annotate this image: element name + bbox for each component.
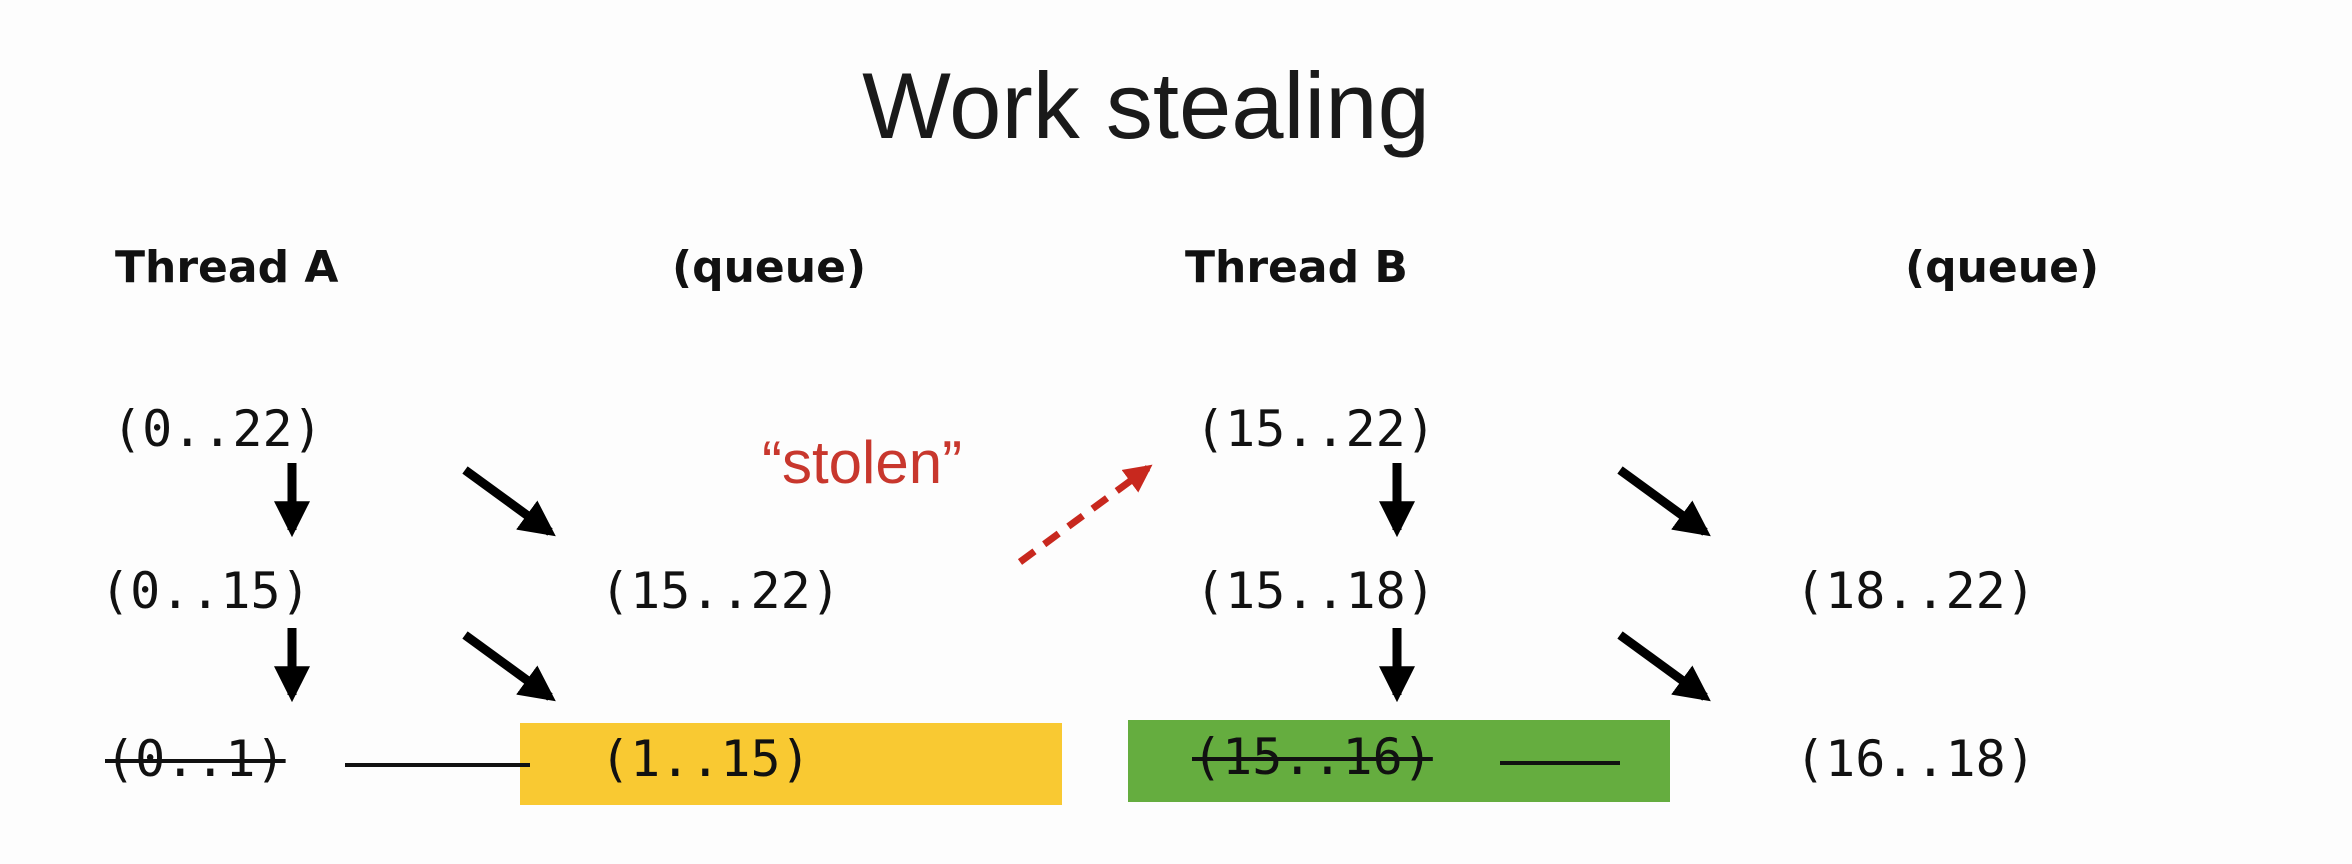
diagonal-arrow-icon xyxy=(1617,466,1711,537)
stolen-dashed-arrow-icon xyxy=(1017,464,1153,565)
stolen-label: “stolen” xyxy=(762,429,963,496)
header-thread-a: Thread A xyxy=(115,242,339,293)
thread-b-range-2: (15..18) xyxy=(1195,562,1436,620)
thread-a-range-2: (0..15) xyxy=(100,562,311,620)
diagonal-arrow-icon xyxy=(1617,631,1711,702)
diagonal-arrow-icon xyxy=(462,466,556,537)
thread-b-range-3-struck: (15..16) xyxy=(1192,728,1433,786)
thread-b-range-1: (15..22) xyxy=(1195,400,1436,458)
slide-title: Work stealing xyxy=(862,53,1430,158)
thread-a-range-3-struck: (0..1) xyxy=(105,730,286,788)
queue-a-range-2: (1..15) xyxy=(600,730,811,788)
queue-a-highlight-box xyxy=(520,723,1062,805)
header-queue-a: (queue) xyxy=(672,242,867,293)
header-thread-b: Thread B xyxy=(1185,242,1408,293)
header-queue-b: (queue) xyxy=(1905,242,2100,293)
queue-a-range-1: (15..22) xyxy=(600,562,841,620)
queue-b-range-2: (16..18) xyxy=(1795,730,2036,788)
diagonal-arrow-icon xyxy=(462,631,556,702)
thread-a-range-1: (0..22) xyxy=(112,400,323,458)
queue-b-range-1: (18..22) xyxy=(1795,562,2036,620)
